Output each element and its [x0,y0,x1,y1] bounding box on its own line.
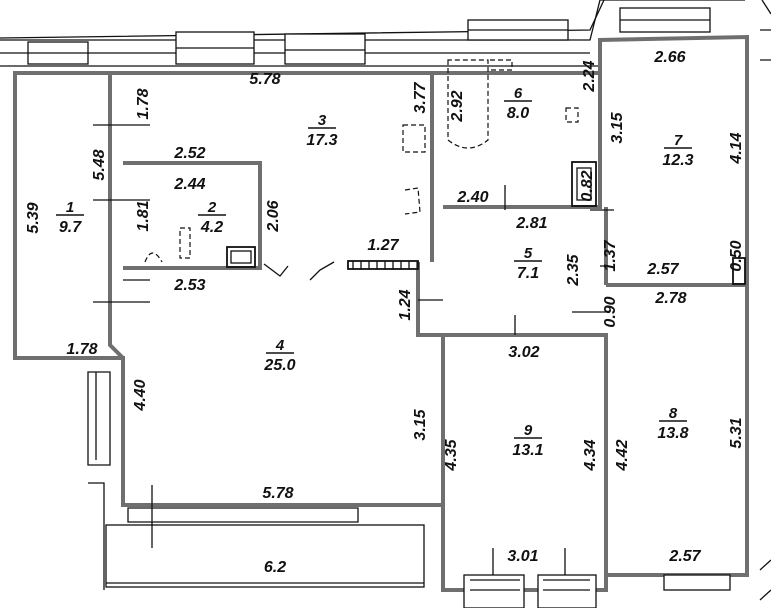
room-number: 5 [524,245,533,262]
dimension-label: 1.27 [367,237,399,254]
dimension-label: 2.24 [581,60,598,92]
dimension-label: 5.39 [25,202,42,233]
room-number: 2 [207,199,217,216]
room-area: 17.3 [306,132,337,149]
dimension-label: 0.82 [579,170,596,201]
fixtures [144,59,746,285]
dimension-label: 2.81 [515,215,547,232]
dimension-label: 2.92 [449,90,466,122]
room-number: 7 [674,132,683,149]
dimension-label: 2.53 [173,277,205,294]
dimension-label: 2.35 [565,253,582,286]
bottom-windows [463,559,771,608]
dimension-label: 1.78 [135,88,152,119]
dimension-label: 4.40 [132,379,149,411]
room-labels: 1 9.7 2 4.2 3 17.3 4 25.0 5 7.1 6 8.0 7 12.3 8 13.8 9 13.… [56,85,694,459]
room-area: 4.2 [200,219,223,236]
dimension-label: 5.48 [91,149,108,180]
dimension-label: 3.15 [609,111,626,143]
dimension-label: 2.44 [173,176,205,193]
dimension-label: 2.40 [456,189,488,206]
balcony [87,371,425,590]
room-area: 25.0 [263,357,295,374]
dimension-label: 5.78 [249,71,280,88]
dimension-label: 0.90 [602,296,619,327]
dimension-label: 5.78 [262,485,293,502]
room-area: 7.1 [517,265,539,282]
dimension-label: 1.24 [397,289,414,320]
top-windows [27,7,711,65]
dimension-label: 1.81 [135,200,152,231]
dimension-label: 2.57 [668,548,701,565]
room-number: 9 [524,422,533,439]
dimension-label: 1.78 [66,341,97,358]
dimension-label: 4.34 [582,439,599,471]
room-area: 9.7 [59,219,82,236]
room-area: 8.0 [507,105,529,122]
dimension-label: 3.77 [412,81,429,113]
dimension-label: 4.42 [614,439,631,471]
dimension-label: 2.66 [653,49,685,66]
room-area: 13.1 [512,442,543,459]
dimension-label: 2.06 [265,200,282,232]
dimension-label: 6.2 [264,559,286,576]
apartment-walls [13,34,749,592]
dimension-label: 4.35 [443,438,460,471]
exterior-top-wall [0,0,771,67]
dimension-label: 2.57 [646,261,679,278]
room-number: 4 [275,337,285,354]
room-area: 13.8 [657,425,688,442]
dimension-label: 0.50 [728,240,745,271]
dimension-label: 2.78 [654,290,686,307]
dimension-label: 3.15 [412,408,429,440]
dimension-labels: 5.78 3.77 2.92 2.24 2.66 1.78 5.48 2.52 2.44 3.15… [25,49,745,576]
dimension-label: 3.01 [507,548,538,565]
dimension-label: 3.02 [508,344,539,361]
room-area: 12.3 [662,152,693,169]
dimension-label: 2.52 [173,145,205,162]
room-number: 6 [514,85,523,102]
room-number: 3 [318,112,327,129]
dimension-label: 4.14 [728,132,745,164]
room-number: 1 [66,199,74,216]
room-number: 8 [669,405,678,422]
dimension-label: 1.37 [602,239,619,271]
dimension-label: 5.31 [728,417,745,448]
